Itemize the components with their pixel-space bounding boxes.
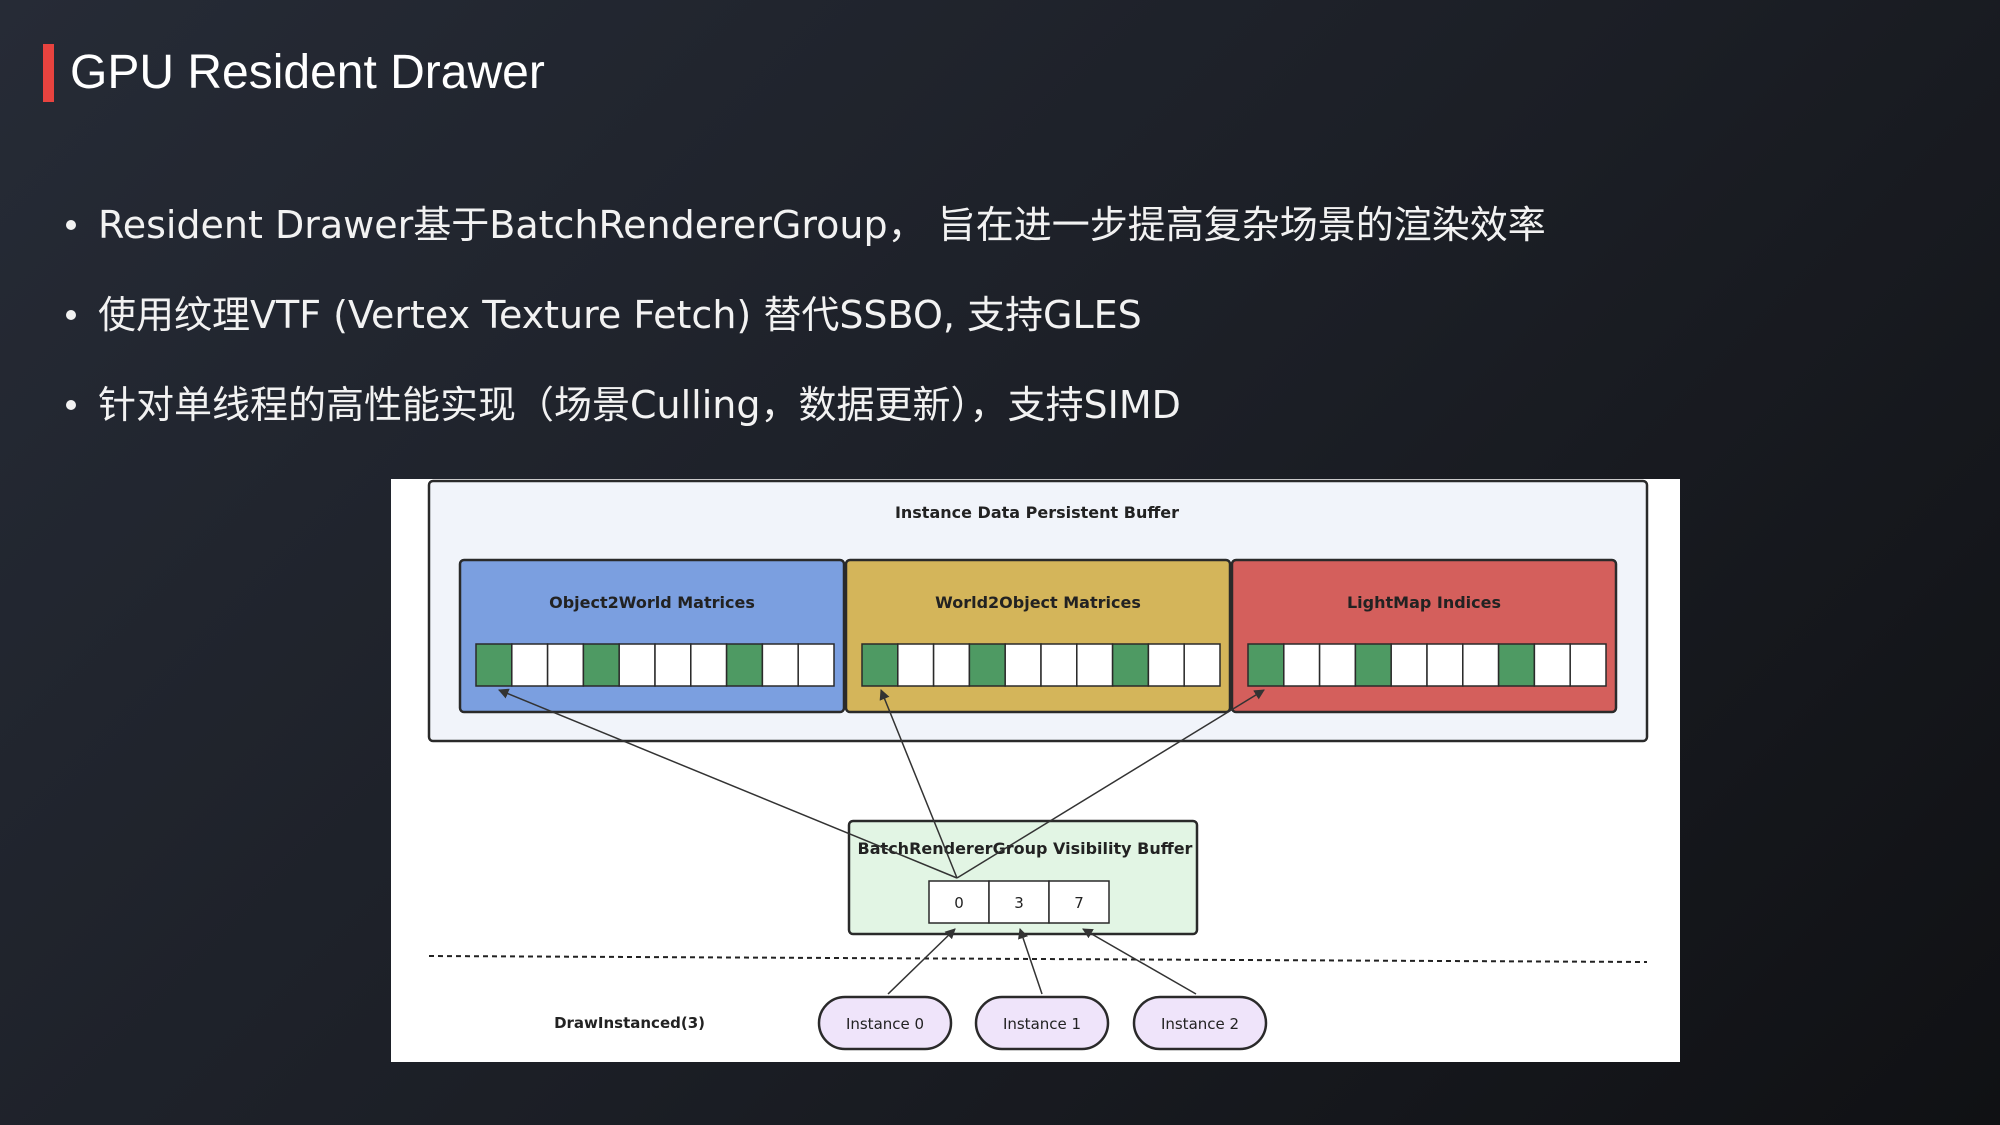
bullet-dot-icon	[66, 399, 76, 410]
buffer-cell	[511, 643, 549, 687]
buffer-group-label: World2Object Matrices	[935, 593, 1141, 612]
visibility-cell-value: 0	[954, 894, 964, 912]
bullet-dot-icon	[66, 219, 76, 230]
visibility-cell	[1048, 880, 1110, 924]
buffer-cell	[654, 643, 692, 687]
dashed-separator	[428, 955, 1648, 963]
arrow-vis-to-world2object	[879, 689, 958, 879]
persistent-buffer-label: Instance Data Persistent Buffer	[895, 503, 1179, 522]
visibility-buffer-label: BatchRendererGroup Visibility Buffer	[858, 839, 1193, 858]
buffer-cell	[1462, 643, 1500, 687]
buffer-cell	[1533, 643, 1571, 687]
bullet-dot-icon	[66, 309, 76, 320]
buffer-cell	[690, 643, 728, 687]
buffer-cell	[1426, 643, 1464, 687]
buffer-group-box	[844, 558, 1232, 714]
buffer-group-box	[458, 558, 846, 714]
buffer-cell	[1390, 643, 1428, 687]
instance-label: Instance 2	[1161, 1015, 1239, 1033]
buffer-cell	[932, 643, 971, 687]
buffer-cell	[1004, 643, 1042, 687]
buffer-cell	[1183, 643, 1221, 687]
buffer-cell	[475, 643, 513, 687]
buffer-cell	[725, 643, 764, 687]
buffer-cell	[897, 643, 935, 687]
buffer-cell	[618, 643, 656, 687]
visibility-cell	[928, 880, 990, 924]
buffer-cell	[1247, 643, 1285, 687]
resident-drawer-diagram: Instance Data Persistent Buffer Object2W…	[391, 479, 1680, 1062]
arrow-instance2	[1082, 928, 1197, 995]
buffer-cell	[968, 643, 1006, 687]
buffer-cell	[1147, 643, 1185, 687]
buffer-cell	[1076, 643, 1114, 687]
buffer-cell	[1111, 643, 1150, 687]
bullet-item: Resident Drawer基于BatchRendererGroup， 旨在进…	[66, 195, 1546, 255]
buffer-cell	[546, 643, 585, 687]
instance-node	[817, 995, 953, 1051]
page-title: GPU Resident Drawer	[70, 46, 545, 99]
buffer-cell	[861, 643, 899, 687]
buffer-groups: Object2World Matrices World2Object Matric…	[458, 558, 1618, 714]
visibility-cell-value: 7	[1074, 894, 1084, 912]
instance-node	[1132, 995, 1268, 1051]
buffer-group-label: Object2World Matrices	[549, 593, 755, 612]
buffer-cell	[1318, 643, 1357, 687]
bullet-text: Resident Drawer基于BatchRendererGroup， 旨在进…	[98, 203, 1546, 247]
arrow-vis-to-object2world	[498, 688, 958, 879]
buffer-cell	[1569, 643, 1607, 687]
bullet-text: 针对单线程的高性能实现（场景Culling，数据更新），支持SIMD	[98, 383, 1181, 427]
instance-nodes: Instance 0 Instance 1 Instance 2	[817, 995, 1268, 1051]
buffer-cell	[1040, 643, 1078, 687]
bullet-text: 使用纹理VTF (Vertex Texture Fetch) 替代SSBO, 支…	[98, 293, 1142, 337]
draw-instanced-label: DrawInstanced(3)	[554, 1014, 705, 1032]
arrow-vis-to-lightmap	[956, 689, 1265, 879]
buffer-group-box	[1230, 558, 1618, 714]
buffer-cell	[1497, 643, 1536, 687]
instance-node	[974, 995, 1110, 1051]
visibility-cell-value: 3	[1014, 894, 1024, 912]
buffer-cell	[761, 643, 799, 687]
arrow-instance0	[887, 928, 956, 995]
buffer-cell	[582, 643, 620, 687]
buffer-group-label: LightMap Indices	[1347, 593, 1501, 612]
buffer-cell	[1354, 643, 1392, 687]
buffer-cell	[1283, 643, 1321, 687]
buffer-cell	[797, 643, 835, 687]
arrow-instance1	[1018, 928, 1043, 995]
instance-label: Instance 0	[846, 1015, 924, 1033]
title-accent-bar	[43, 44, 54, 102]
instance-label: Instance 1	[1003, 1015, 1081, 1033]
visibility-cell	[988, 880, 1050, 924]
bullet-item: 使用纹理VTF (Vertex Texture Fetch) 替代SSBO, 支…	[66, 285, 1142, 345]
bullet-item: 针对单线程的高性能实现（场景Culling，数据更新），支持SIMD	[66, 375, 1181, 435]
visibility-cells: 0 3 7	[928, 880, 1110, 924]
